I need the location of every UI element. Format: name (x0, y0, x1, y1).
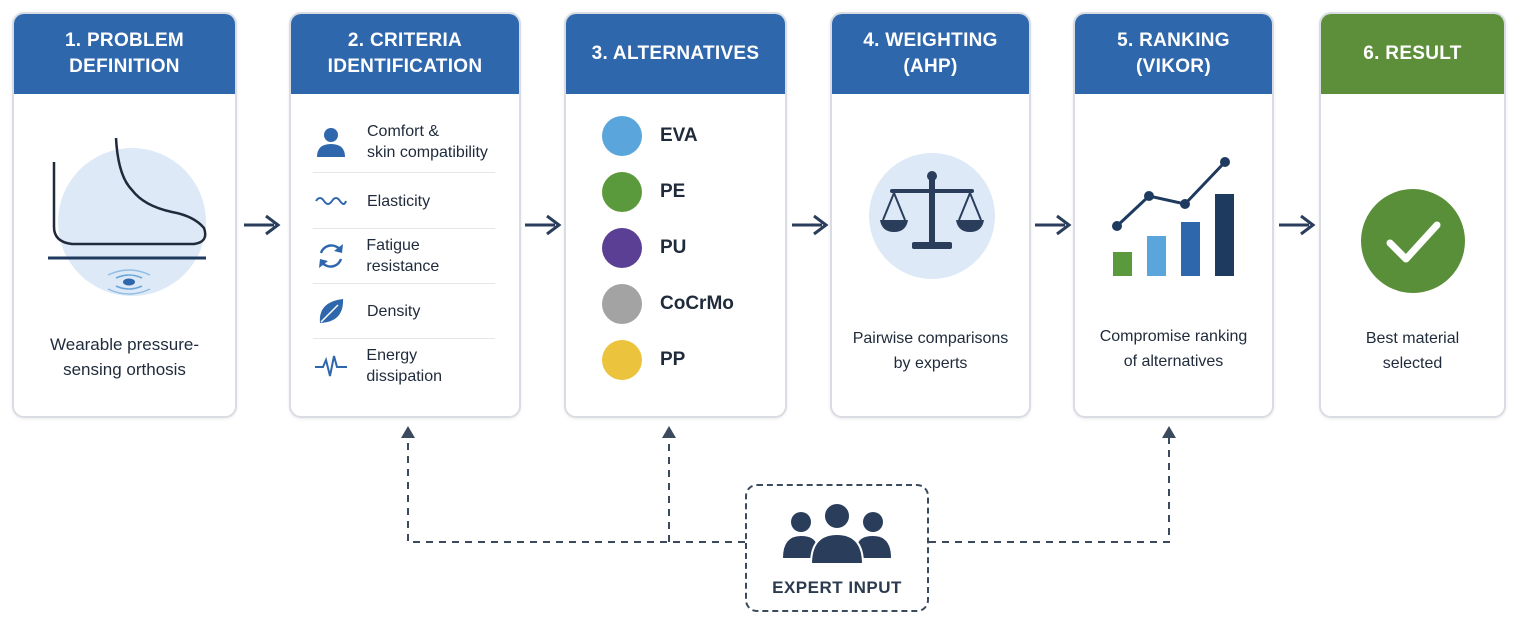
step-caption: Wearable pressure- sensing orthosis (50, 335, 199, 379)
refresh-cycle-icon (313, 238, 348, 274)
criterion-item: Fatigue resistance (313, 229, 495, 284)
arrow-right-icon (792, 214, 829, 236)
step-card-criteria-identification: 2. CRITERIA IDENTIFICATION Comfort & ski… (289, 12, 521, 418)
step-title: 5. RANKING (VIKOR) (1075, 14, 1272, 94)
arrow-right-icon (244, 214, 281, 236)
person-icon (313, 124, 349, 160)
criterion-label: Density (367, 302, 421, 320)
step-caption: Best material selected (1365, 330, 1460, 372)
checkmark-circle-icon (1361, 189, 1465, 293)
criterion-item: Elasticity (313, 174, 495, 229)
criterion-item: Energy dissipation (313, 339, 495, 393)
step-title: 6. RESULT (1321, 14, 1504, 94)
step-caption: Compromise ranking of alternatives (1099, 328, 1248, 370)
material-color-dot (602, 228, 642, 268)
alternative-label: PP (660, 349, 686, 370)
criterion-label: Energy dissipation (366, 347, 443, 385)
alternative-item: PU (602, 228, 686, 268)
step-card-ranking-vikor: 5. RANKING (VIKOR) Compromise ranking of… (1073, 12, 1274, 418)
alternative-item: PP (602, 340, 685, 380)
material-color-dot (602, 116, 642, 156)
alternative-label: PU (660, 237, 687, 258)
material-color-dot (602, 172, 642, 212)
criterion-label: Elasticity (367, 192, 431, 210)
criterion-item: Comfort & skin compatibility (313, 112, 495, 173)
alternative-item: CoCrMo (602, 284, 734, 324)
pulse-icon (313, 348, 348, 384)
expert-input-label: EXPERT INPUT (772, 578, 902, 597)
arrow-right-icon (1279, 214, 1316, 236)
alternative-label: PE (660, 181, 686, 202)
step-title: 3. ALTERNATIVES (566, 14, 785, 94)
arrow-right-icon (1035, 214, 1072, 236)
material-color-dot (602, 284, 642, 324)
foot-pressure-sensor-icon (48, 137, 207, 296)
step-title: 1. PROBLEM DEFINITION (14, 14, 235, 94)
step-card-alternatives: 3. ALTERNATIVES EVA PE PU CoCrMo PP (564, 12, 787, 418)
alternative-label: EVA (660, 125, 698, 146)
criterion-label: Comfort & skin compatibility (367, 123, 488, 161)
step-caption: Pairwise comparisons by experts (852, 330, 1009, 372)
leaf-icon (313, 293, 349, 329)
alternative-item: EVA (602, 116, 698, 156)
material-color-dot (602, 340, 642, 380)
step-title: 2. CRITERIA IDENTIFICATION (291, 14, 519, 94)
step-card-result: 6. RESULT Best material selected (1319, 12, 1506, 418)
criterion-item: Density (313, 284, 495, 339)
group-people-icon (783, 502, 891, 565)
alternative-label: CoCrMo (660, 293, 734, 314)
arrow-right-icon (525, 214, 562, 236)
step-title: 4. WEIGHTING (AHP) (832, 14, 1029, 94)
alternative-item: PE (602, 172, 685, 212)
wave-icon (313, 183, 349, 219)
criterion-label: Fatigue resistance (366, 237, 440, 275)
step-card-problem-definition: 1. PROBLEM DEFINITION Wearable pressure-… (12, 12, 237, 418)
expert-input-box: EXPERT INPUT (745, 484, 929, 612)
step-card-weighting-ahp: 4. WEIGHTING (AHP) Pairwise comparisons … (830, 12, 1031, 418)
balance-scale-icon (869, 153, 995, 279)
bar-chart-trend-icon (1112, 157, 1234, 276)
